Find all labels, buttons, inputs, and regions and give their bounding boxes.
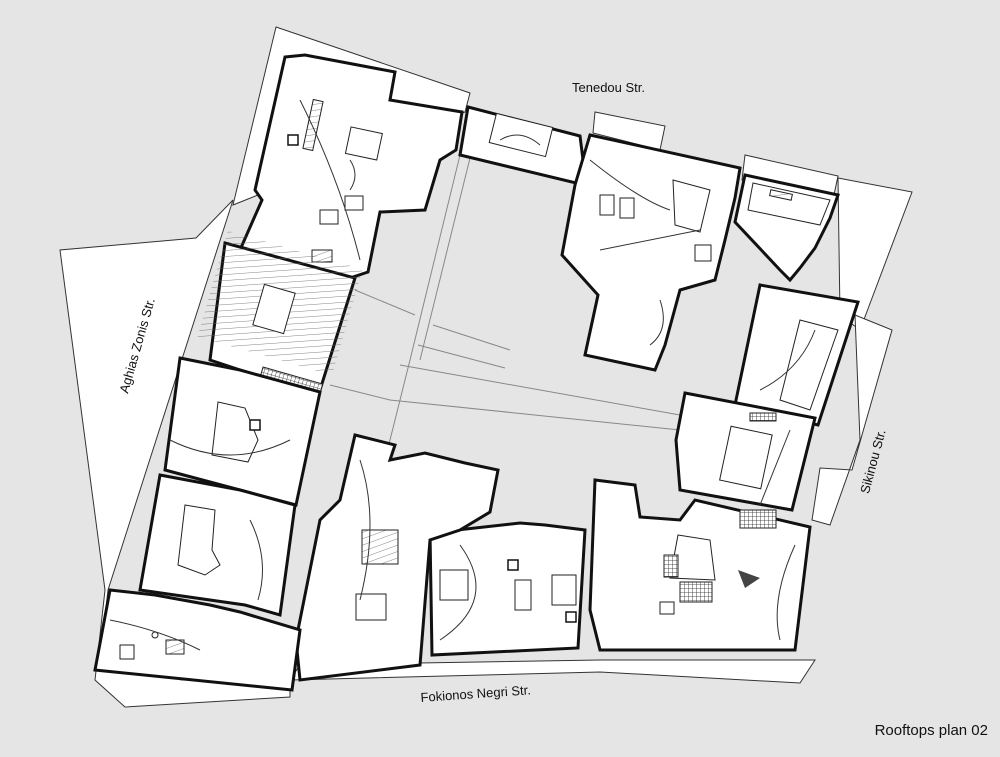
building-west-2 [163, 356, 322, 507]
building-west-3 [138, 473, 297, 617]
building-ne [733, 173, 840, 283]
building-north-center [560, 133, 742, 372]
building-nw [237, 53, 464, 280]
building-sw [93, 588, 302, 692]
building-south-center [428, 521, 587, 657]
building-se [588, 478, 812, 652]
street-label-tenedou: Tenedou Str. [572, 80, 645, 95]
building-east-1 [733, 283, 860, 427]
courtyard-lines [329, 154, 681, 461]
building-north-strip [458, 105, 585, 185]
plan-title: Rooftops plan 02 [874, 722, 988, 739]
building-east-2 [674, 391, 817, 512]
building-south-west [294, 433, 500, 682]
